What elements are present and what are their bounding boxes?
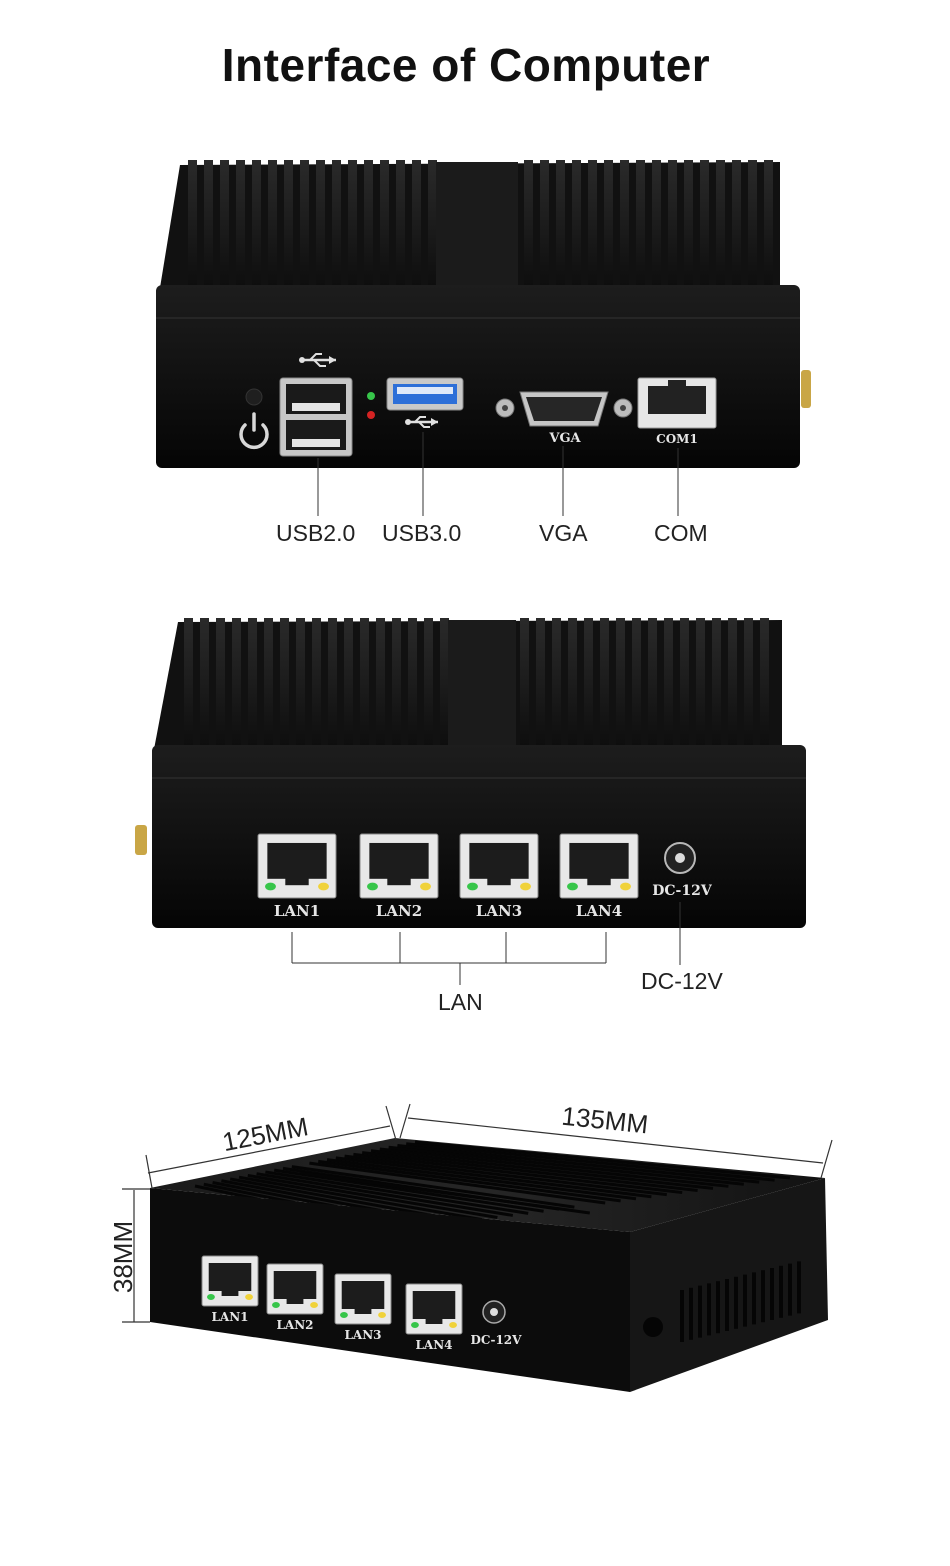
vga-port	[495, 391, 633, 427]
dimension-dc-label: DC-12V	[471, 1333, 523, 1347]
com-callout: COM	[654, 520, 708, 546]
dimension-lan-port-4: LAN4	[405, 1283, 463, 1352]
led-indicator-icon	[367, 882, 378, 891]
lan-port-3: LAN3	[459, 833, 539, 920]
lan-port-label: LAN1	[211, 1310, 248, 1324]
lan-port-label: LAN3	[344, 1328, 381, 1342]
led-indicator-icon	[318, 882, 329, 891]
rear-dc-label: DC-12V	[652, 883, 713, 899]
usb3-callout: USB3.0	[382, 520, 462, 546]
com-port	[637, 377, 717, 429]
led-indicator-icon	[245, 1294, 253, 1300]
lan-port-label: LAN4	[415, 1338, 452, 1352]
rear-view-device: LAN1 LAN2 LAN3 LAN4 DC-12V	[135, 618, 806, 928]
antenna-connector-icon	[801, 370, 811, 408]
led-indicator-icon	[520, 882, 531, 891]
dimension-lan-port-1: LAN1	[201, 1255, 259, 1324]
dimension-dc-jack	[482, 1300, 506, 1324]
vga-callout: VGA	[539, 520, 588, 546]
led-indicator-icon	[367, 411, 375, 419]
usb2-callout: USB2.0	[276, 520, 356, 546]
side-port-icon	[643, 1317, 663, 1337]
height-dimension-label: 38MM	[108, 1221, 138, 1293]
front-center-block	[436, 162, 518, 302]
com-port-label: COM1	[656, 432, 698, 446]
lan-callout: LAN	[438, 989, 483, 1015]
dc-jack	[664, 842, 696, 874]
rear-heatsink-fins	[184, 618, 769, 760]
vga-port-label: VGA	[548, 431, 581, 446]
led-indicator-icon	[265, 882, 276, 891]
lan-port-2: LAN2	[359, 833, 439, 920]
lan-port-4: LAN4	[559, 833, 639, 920]
dimension-lines	[122, 1103, 833, 1323]
antenna-connector-icon	[135, 825, 147, 855]
led-indicator-icon	[567, 882, 578, 891]
usb-icon	[405, 416, 438, 428]
led-indicator-icon	[420, 882, 431, 891]
usb3-port	[386, 377, 464, 411]
lan-port-1: LAN1	[257, 833, 337, 920]
led-indicator-icon	[620, 882, 631, 891]
front-chassis	[156, 285, 800, 468]
led-indicator-icon	[378, 1312, 386, 1318]
rear-leader-lines	[291, 902, 681, 985]
rear-center-block	[448, 620, 516, 760]
lan-port-label: LAN4	[576, 902, 622, 920]
led-indicator-icon	[207, 1294, 215, 1300]
dc-callout: DC-12V	[641, 968, 723, 994]
led-indicator-icon	[272, 1302, 280, 1308]
led-indicator-icon	[411, 1322, 419, 1328]
side-vents	[680, 1261, 801, 1342]
led-indicator-icon	[467, 882, 478, 891]
led-indicator-icon	[449, 1322, 457, 1328]
length-dimension-label: 135MM	[560, 1101, 649, 1140]
lan-port-label: LAN1	[274, 902, 320, 920]
usb-icon	[299, 353, 336, 367]
front-leader-lines	[317, 432, 679, 516]
dimension-lan-port-2: LAN2	[266, 1263, 324, 1332]
led-indicator-icon	[367, 392, 375, 400]
lan-port-label: LAN3	[476, 902, 522, 920]
led-indicator-icon	[340, 1312, 348, 1318]
rear-lan-ports: LAN1 LAN2 LAN3 LAN4	[257, 833, 639, 920]
dimension-lan-port-3: LAN3	[334, 1273, 392, 1342]
power-icon	[239, 412, 269, 450]
front-view-device: VGA COM1	[156, 160, 811, 468]
lan-port-label: LAN2	[376, 902, 422, 920]
page-title: Interface of Computer	[221, 39, 711, 91]
front-heatsink-fins	[188, 160, 773, 300]
usb2-ports	[279, 377, 353, 457]
lan-port-label: LAN2	[276, 1318, 313, 1332]
led-indicator-icon	[310, 1302, 318, 1308]
